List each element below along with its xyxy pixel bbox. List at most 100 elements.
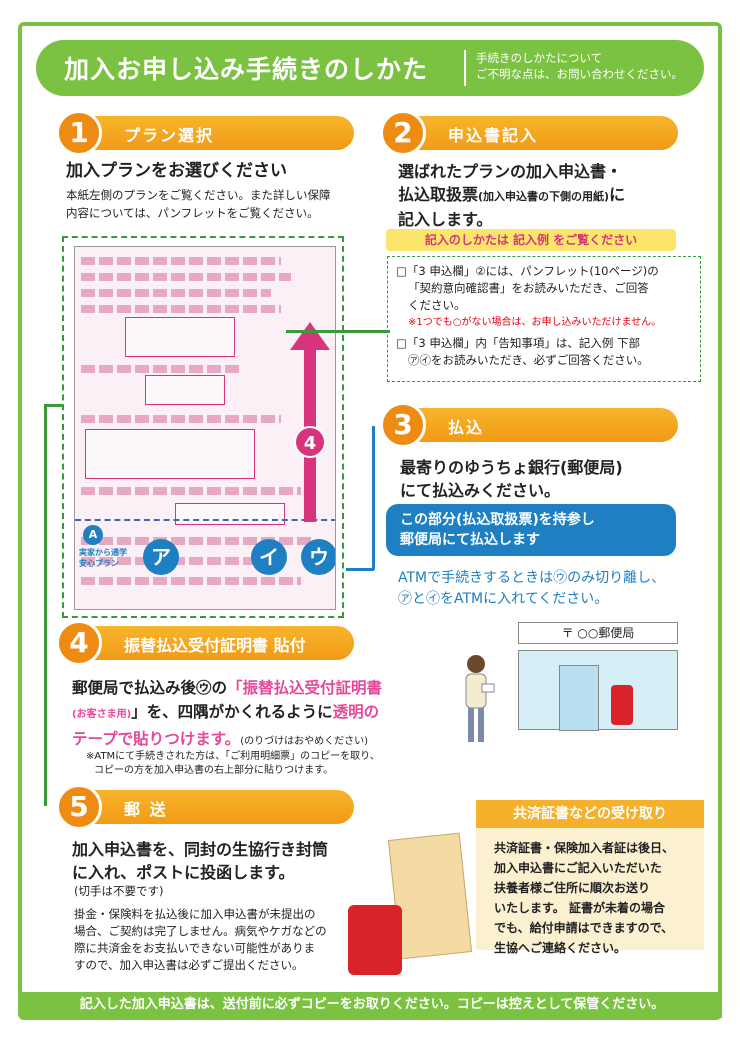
step5-body-line3: 際に共済金をお支払いできない可能性がありま	[74, 941, 316, 955]
step5-body-line4: すので、加入申込書は必ずご提出ください。	[74, 958, 304, 972]
form-row	[81, 365, 241, 373]
header-note-line2: ご不明な点は、お問い合わせください。	[476, 67, 683, 81]
step2-heading: 選ばれたプランの加入申込書・ 払込取扱票(加入申込書の下側の用紙)に 記入します…	[398, 160, 625, 231]
form-row	[81, 577, 301, 585]
form-field-box	[125, 317, 235, 357]
step5-number: 5	[56, 784, 102, 830]
step2-checklist: □「3 申込欄」②には、パンフレット(10ページ)の 「契約意向確認書」をお読み…	[387, 256, 701, 382]
note-line5: でも、給付申請はできますので、	[494, 921, 674, 935]
step4-bar: 4 振替払込受付証明書 貼付	[56, 620, 354, 666]
step3-number: 3	[380, 402, 426, 448]
form-cut-line	[75, 519, 335, 521]
form-row	[81, 487, 301, 495]
form-row	[81, 537, 311, 545]
step1-heading: 加入プランをお選びください	[66, 161, 287, 181]
mailbox-icon	[348, 905, 402, 975]
step5-body-line2: 場合、ご契約は完了しません。病気やケガなどの	[74, 924, 327, 938]
step2-heading-line2b: に	[609, 185, 626, 204]
step4-line2c: 透明の	[332, 703, 380, 721]
step2-heading-line2a: 払込取扱票	[398, 185, 479, 204]
check1-note: ※1つでも○がない場合は、お申し込みいただけません。	[408, 317, 662, 328]
step1-body-line2: 内容については、パンフレットをご覧ください。	[66, 206, 319, 220]
callout-line1: この部分(払込取扱票)を持参し	[400, 512, 595, 528]
form-row	[81, 305, 281, 313]
note-line1: 共済証書・保険加入者証は後日、	[494, 841, 675, 855]
step5-body: 掛金・保険料を払込後に加入申込書が未提出の 場合、ご契約は完了しません。病気やケ…	[74, 906, 327, 974]
connector-line	[44, 404, 62, 407]
callout-line2: 郵便局にて払込します	[400, 532, 540, 548]
step2-heading-small: (加入申込書の下側の用紙)	[478, 190, 610, 203]
check1-line2: 「契約意向確認書」をお読みいただき、ご回答	[408, 281, 649, 295]
step4-marker: 4	[294, 426, 326, 458]
step4-line3b: (のりづけはおやめください)	[240, 736, 368, 747]
post-office-illustration: 〒 ○○郵便局	[500, 622, 710, 731]
step4-note-line2: コピーの方を加入申込書の右上部分に貼りつけます。	[94, 765, 334, 776]
header-divider	[464, 50, 466, 86]
step3-callout: この部分(払込取扱票)を持参し 郵便局にて払込します	[386, 504, 676, 556]
step4-line1: 郵便局で払込み後㋒の「振替払込受付証明書	[72, 676, 452, 700]
step5-body-line1: 掛金・保険料を払込後に加入申込書が未提出の	[74, 907, 316, 921]
step4-line2: (お客さま用)」を、四隅がかくれるように透明の	[72, 700, 452, 727]
postbox-icon	[611, 685, 633, 725]
form-field-box	[145, 375, 225, 405]
step5-label: 郵 送	[124, 800, 168, 819]
step4-note-line1: ※ATMにて手続きされた方は、「ご利用明細票」のコピーを取り、	[86, 751, 380, 762]
note-line2: 加入申込書にご記入いただいた	[494, 861, 662, 875]
page-frame	[18, 22, 722, 1020]
slip-label-i: イ	[251, 539, 287, 575]
form-row	[81, 289, 271, 297]
note-line6: 生協へご連絡ください。	[494, 941, 627, 955]
form-row	[81, 415, 281, 423]
step2-label: 申込書記入	[448, 126, 539, 145]
step1-label: プラン選択	[124, 126, 215, 145]
step2-number: 2	[380, 110, 426, 156]
step3-heading-line1: 最寄りのゆうちょ銀行(郵便局)	[400, 458, 623, 477]
step1-body-line1: 本紙左側のプランをご覧ください。また詳しい保障	[66, 188, 331, 202]
step4-line3a: テープで貼りつけます。	[72, 730, 241, 748]
step2-tip: 記入のしかたは 記入例 をご覧ください	[386, 229, 676, 251]
step3-bar: 3 払込	[380, 402, 678, 448]
step5-stamp-note: (切手は不要です)	[74, 884, 164, 898]
step2-heading-line2: 払込取扱票(加入申込書の下側の用紙)に	[398, 183, 625, 208]
check2-line2: ㋐㋑をお読みいただき、必ずご回答ください。	[408, 353, 649, 367]
atm-line1: ATMで手続きするときは㋒のみ切り離し、	[398, 570, 666, 586]
slip-label-u: ウ	[301, 539, 335, 575]
step5-bar: 5 郵 送	[56, 784, 354, 830]
atm-line2: ㋐と㋑をATMに入れてください。	[398, 591, 609, 607]
form-field-box	[85, 429, 255, 479]
connector-line-blue	[372, 426, 375, 570]
step4-note: ※ATMにて手続きされた方は、「ご利用明細票」のコピーを取り、 コピーの方を加入…	[86, 750, 380, 778]
form-row	[81, 257, 281, 265]
connector-line	[44, 404, 47, 806]
page-title: 加入お申し込み手続きのしかた	[64, 55, 429, 84]
check1-line1: □「3 申込欄」②には、パンフレット(10ページ)の	[396, 264, 659, 278]
note-line4: いたします。 証書が未着の場合	[494, 901, 665, 915]
step5-heading: 加入申込書を、同封の生協行き封筒 に入れ、ポストに投函します。	[72, 838, 328, 884]
step4-line2a: (お客さま用)	[72, 709, 132, 720]
connector-line-blue	[346, 568, 374, 571]
footer-banner: 記入した加入申込書は、送付前に必ずコピーをお取りください。コピーは控えとして保管…	[22, 992, 722, 1018]
step1-number: 1	[56, 110, 102, 156]
form-row	[81, 273, 291, 281]
step4-number: 4	[56, 620, 102, 666]
step3-label: 払込	[448, 418, 485, 437]
step2-heading-line3: 記入します。	[398, 210, 493, 229]
check2-line1: □「3 申込欄」内「告知事項」は、記入例 下部	[396, 336, 640, 350]
note-line3: 扶養者様ご住所に順次お送り	[494, 881, 651, 895]
form-row	[81, 557, 281, 565]
slip-label-a: ア	[143, 539, 179, 575]
step5-heading-line2: に入れ、ポストに投函します。	[72, 863, 295, 882]
certificate-note-title: 共済証書などの受け取り	[476, 800, 704, 828]
connector-line	[286, 330, 390, 333]
check1-line3: ください。	[408, 298, 466, 312]
post-office-sign: 〒 ○○郵便局	[518, 622, 678, 644]
step4-line1a: 郵便局で払込み後㋒の	[72, 679, 228, 697]
slip-plan-text: 実家から通学 安心プラン	[79, 547, 127, 569]
step1-bar: 1 プラン選択	[56, 110, 354, 156]
step2-bar: 2 申込書記入	[380, 110, 678, 156]
step4-body: 郵便局で払込み後㋒の「振替払込受付証明書 (お客さま用)」を、四隅がかくれるよう…	[72, 676, 452, 754]
step3-heading: 最寄りのゆうちょ銀行(郵便局) にて払込みください。	[400, 456, 623, 502]
step1-body: 本紙左側のプランをご覧ください。また詳しい保障 内容については、パンフレットをご…	[66, 186, 331, 222]
header-banner: 加入お申し込み手続きのしかた 手続きのしかたについて ご不明な点は、お問い合わせ…	[36, 40, 704, 96]
post-office-building	[518, 650, 678, 731]
